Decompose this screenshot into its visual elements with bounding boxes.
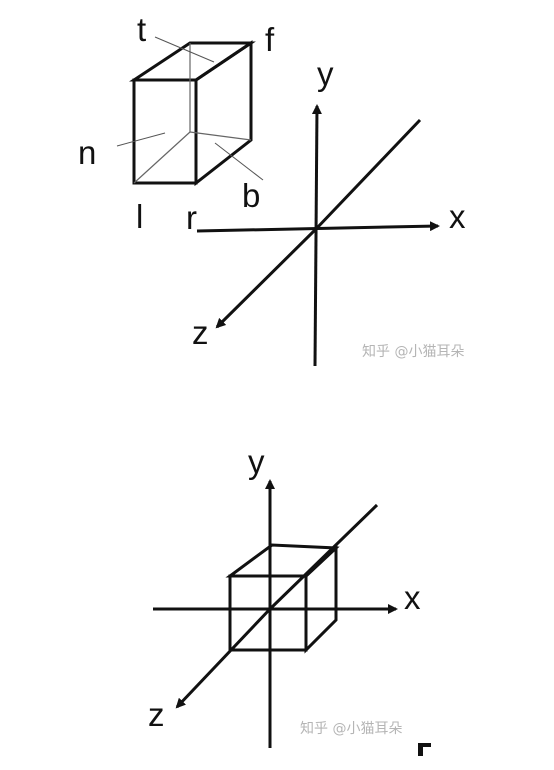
label-y-top: y [317,55,334,92]
bottom-labels: y x z 知乎 @小猫耳朵 [148,443,421,737]
view-volume-right-face [194,40,253,187]
hidden-edge-horizontal [189,131,252,141]
label-x-top: x [449,198,466,235]
watermark-bottom: 知乎 @小猫耳朵 [300,720,402,737]
top-view-volume [116,36,264,187]
bottom-axes [153,479,398,748]
label-t: t [137,11,146,48]
leader-line-n [116,132,166,147]
label-z-top: z [192,314,209,351]
label-b: b [242,177,260,214]
label-l: l [136,198,143,235]
view-volume-front-face [132,78,198,185]
bottom-z-axis-positive [175,607,272,709]
top-z-axis-positive [215,227,318,329]
label-y-bottom: y [248,443,265,480]
top-axes [196,104,440,367]
bottom-z-axis-negative [268,503,379,611]
leader-line-b [214,142,264,181]
label-x-bottom: x [404,579,421,616]
hidden-edge-diagonal [133,131,191,184]
top-labels: t f y n b l r x z 知乎 @小猫耳朵 [78,11,466,360]
label-r: r [186,199,197,236]
top-z-axis-negative [314,118,422,231]
watermark-top: 知乎 @小猫耳朵 [362,343,464,360]
leader-line-t [154,36,215,63]
corner-mark [418,743,431,756]
label-z-bottom: z [148,696,165,733]
view-volume-top-face [129,41,256,82]
bottom-cube [225,543,340,654]
top-y-axis [311,104,322,367]
label-n: n [78,134,96,171]
label-f: f [265,21,275,58]
cube-right-face [304,544,338,654]
